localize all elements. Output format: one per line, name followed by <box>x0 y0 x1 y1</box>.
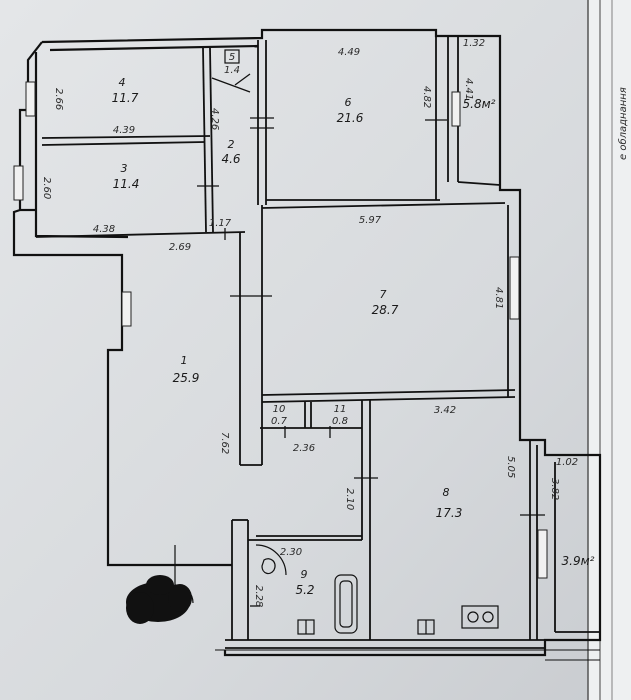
balcony-bottom-area: 3.9м² <box>562 554 595 568</box>
room-10-area: 0.7 <box>271 416 288 427</box>
bathtub-inner <box>339 580 353 628</box>
right-sheet-edge <box>588 0 631 700</box>
interior-walls <box>35 36 600 649</box>
room-2-area: 4.6 <box>221 152 240 166</box>
room-9-area: 5.2 <box>295 583 314 597</box>
dim-4-49: 4.49 <box>338 47 360 58</box>
room-8-number: 8 <box>443 486 450 499</box>
stove-icon <box>461 605 499 629</box>
windows <box>13 81 548 579</box>
washbasin-icon <box>261 558 276 575</box>
window-room-7 <box>509 256 520 320</box>
door-marks <box>197 73 545 607</box>
dim-1-17: 1.17 <box>209 218 232 229</box>
room-9-number: 9 <box>301 568 308 581</box>
closet-5-box <box>224 49 240 64</box>
window-room-3 <box>13 165 24 201</box>
room-1-area: 25.9 <box>173 371 200 385</box>
dim-5-05: 5.05 <box>505 456 516 478</box>
redaction-mark <box>126 575 192 624</box>
dim-2-36: 2.36 <box>293 443 315 454</box>
room-4-area: 11.7 <box>112 91 139 105</box>
dim-7-62: 7.62 <box>219 432 230 454</box>
room-6-number: 6 <box>345 96 352 109</box>
dim-2-10: 2.10 <box>344 488 355 510</box>
room-labels: 4 11.7 3 11.4 5 1.4 2 4.6 6 21.6 5.8м² 7… <box>112 52 595 597</box>
dim-4-39: 4.39 <box>113 125 135 136</box>
dimension-labels: 4.49 1.32 4.41 4.82 2.66 4.39 4.26 2.60 … <box>41 38 578 607</box>
room-4-number: 4 <box>119 76 126 89</box>
room-1-number: 1 <box>181 354 188 367</box>
dim-2-28: 2.28 <box>253 585 264 607</box>
dim-2-60: 2.60 <box>41 177 52 199</box>
room-8-area: 17.3 <box>436 506 463 520</box>
dim-4-81: 4.81 <box>493 287 504 309</box>
room-11-area: 0.8 <box>332 416 348 427</box>
room-7-area: 28.7 <box>372 303 399 317</box>
dim-1-02: 1.02 <box>556 457 578 468</box>
window-room-4 <box>25 81 36 117</box>
bathroom-door-arc <box>255 544 287 576</box>
kitchen-fixtures <box>417 605 499 635</box>
room-10-number: 10 <box>273 404 286 415</box>
window-balcony-top <box>451 91 461 127</box>
balcony-top-area: 5.8м² <box>463 97 496 111</box>
dim-3-82: 3.82 <box>549 478 560 500</box>
room-3-area: 11.4 <box>113 177 140 191</box>
room-5-number: 5 <box>229 52 235 63</box>
sheet-side-note: е обладнання <box>617 87 629 160</box>
window-room-8 <box>537 529 548 579</box>
bathroom-fixtures <box>255 544 358 635</box>
dim-1-32: 1.32 <box>463 38 485 49</box>
dim-4-82: 4.82 <box>421 86 432 108</box>
room-3-number: 3 <box>121 162 128 175</box>
dim-3-42: 3.42 <box>434 405 456 416</box>
room-7-number: 7 <box>380 288 387 301</box>
dim-5-97: 5.97 <box>359 215 382 226</box>
room-6-area: 21.6 <box>337 111 364 125</box>
room-11-number: 11 <box>334 404 347 415</box>
dim-4-26: 4.26 <box>209 108 220 130</box>
window-room-1 <box>121 291 132 327</box>
bathtub-icon <box>334 574 358 634</box>
dim-4-41: 4.41 <box>463 78 474 100</box>
dim-2-30: 2.30 <box>280 547 302 558</box>
dim-2-69: 2.69 <box>169 242 191 253</box>
room-5-area: 1.4 <box>224 65 240 76</box>
dim-4-38: 4.38 <box>93 224 115 235</box>
room-2-number: 2 <box>228 138 235 151</box>
dim-2-66: 2.66 <box>53 88 64 110</box>
